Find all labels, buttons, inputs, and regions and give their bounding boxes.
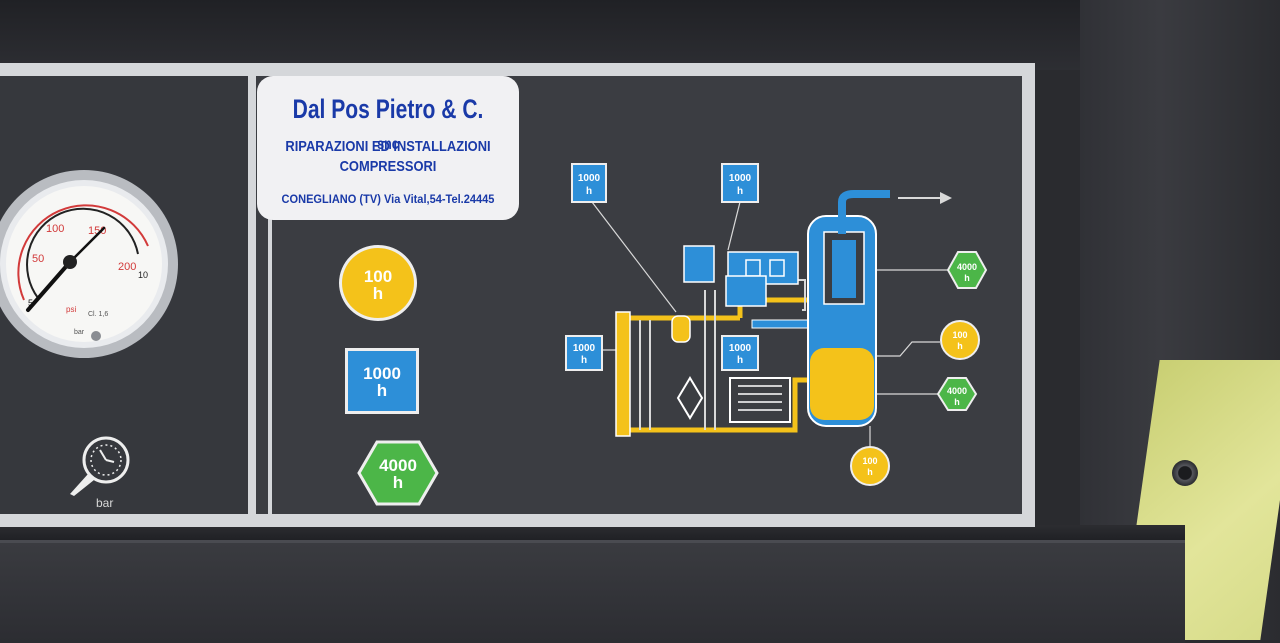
gauge-screw: [91, 331, 101, 341]
outlet-arrow-head: [940, 192, 952, 204]
discharge-line: [751, 319, 813, 329]
cabinet-top: [0, 0, 1280, 70]
legend-1000h-badge: 1000 h: [345, 348, 419, 414]
badge-unit: h: [376, 381, 388, 400]
compressor-schematic: 1000 h 1000 h 1000 h 1000 h 4000 h 4000 …: [565, 163, 988, 486]
tag-value: 1000: [573, 343, 596, 354]
air-filter: [683, 245, 715, 283]
pressure-gauge-icon: [70, 436, 130, 496]
gauge-needle: [26, 260, 72, 312]
gauge-tick-label: 100: [46, 223, 64, 235]
tag-100h-b: 100 h: [850, 446, 890, 486]
tag-4000h-a: 4000 h: [946, 251, 988, 289]
tag-1000h-b: 1000 h: [721, 163, 759, 203]
tag-unit: h: [737, 186, 743, 197]
bar-unit-label: bar: [96, 496, 114, 510]
tag-1000h-d: 1000 h: [721, 335, 759, 371]
tag-unit: h: [954, 397, 960, 407]
badge-value: 100: [363, 267, 393, 286]
outlet-pipe: [838, 190, 890, 234]
gauge-needle-tail: [68, 226, 106, 264]
legend-1000h-text: 1000 h: [348, 365, 416, 399]
badge-unit: h: [392, 473, 404, 492]
electric-motor: [729, 377, 791, 423]
gauge-needle-hub: [63, 255, 77, 269]
badge-value: 1000: [363, 364, 401, 383]
oil-filter: [671, 315, 691, 343]
legend-4000h-text: 4000 h: [357, 457, 439, 491]
gauge-tick-label: 5: [28, 298, 33, 308]
gauge-tick-label: 10: [138, 270, 148, 280]
air-piping: [639, 279, 806, 430]
legend-100h-badge: 100 h: [339, 245, 417, 321]
hexagon-shape: [357, 440, 439, 506]
sticker-address: CONEGLIANO (TV) Via Vital,54-Tel.24445: [281, 192, 495, 206]
oil-level: [810, 348, 874, 420]
gauge-unit-psi: psi: [66, 305, 76, 314]
cooling-fan: [676, 376, 704, 420]
tag-1000h-c: 1000 h: [565, 335, 603, 371]
gauge-class-label: Cl. 1,6: [88, 311, 108, 318]
gauge-tick-label: 50: [32, 253, 44, 265]
tag-value: 100: [862, 456, 877, 466]
legend-4000h-badge: 4000 h: [357, 440, 439, 506]
company-name: Dal Pos Pietro & C. snc: [286, 94, 490, 156]
company-sticker: Dal Pos Pietro & C. snc RIPARAZIONI ED I…: [257, 76, 519, 220]
panel-divider: [268, 180, 280, 514]
panel-screw: [1172, 460, 1198, 486]
badge-value: 4000: [379, 456, 417, 475]
panel-seam: [0, 525, 1185, 541]
pressure-gauge: 50 100 150 200 5 10 psi bar Cl. 1,6: [0, 170, 178, 358]
tag-value: 4000: [947, 386, 967, 396]
sticker-services-2: COMPRESSORI: [339, 158, 437, 175]
gauge-bar-scale: [26, 207, 139, 299]
oil-cooler: [615, 311, 631, 437]
tag-unit: h: [964, 273, 970, 283]
tag-unit: h: [737, 355, 743, 366]
badge-unit: h: [372, 284, 384, 303]
company-suffix: snc: [377, 136, 399, 153]
tag-value: 1000: [578, 173, 601, 184]
leader-lines: [591, 201, 950, 450]
tag-4000h-b: 4000 h: [936, 377, 978, 411]
tag-unit: h: [586, 186, 592, 197]
tag-value: 100: [952, 330, 967, 340]
tag-unit: h: [957, 341, 963, 351]
tag-100h-a: 100 h: [940, 320, 980, 360]
tag-unit: h: [581, 355, 587, 366]
tag-value: 4000: [957, 262, 977, 272]
screw-airend: [725, 275, 767, 307]
gauge-psi-scale: [17, 204, 149, 301]
gauge-tick-label: 200: [118, 261, 136, 273]
legend-100h-text: 100 h: [342, 268, 414, 302]
sticker-services: RIPARAZIONI ED INSTALLAZIONI: [285, 138, 491, 155]
tag-1000h-a: 1000 h: [571, 163, 607, 203]
tag-value: 1000: [729, 173, 752, 184]
gauge-tick-label: 150: [88, 225, 106, 237]
tag-value: 1000: [729, 343, 752, 354]
lower-cabinet-panel: [0, 540, 1185, 643]
gauge-unit-bar: bar: [74, 329, 85, 336]
company-name-text: Dal Pos Pietro & C.: [292, 94, 484, 124]
tag-unit: h: [867, 467, 873, 477]
